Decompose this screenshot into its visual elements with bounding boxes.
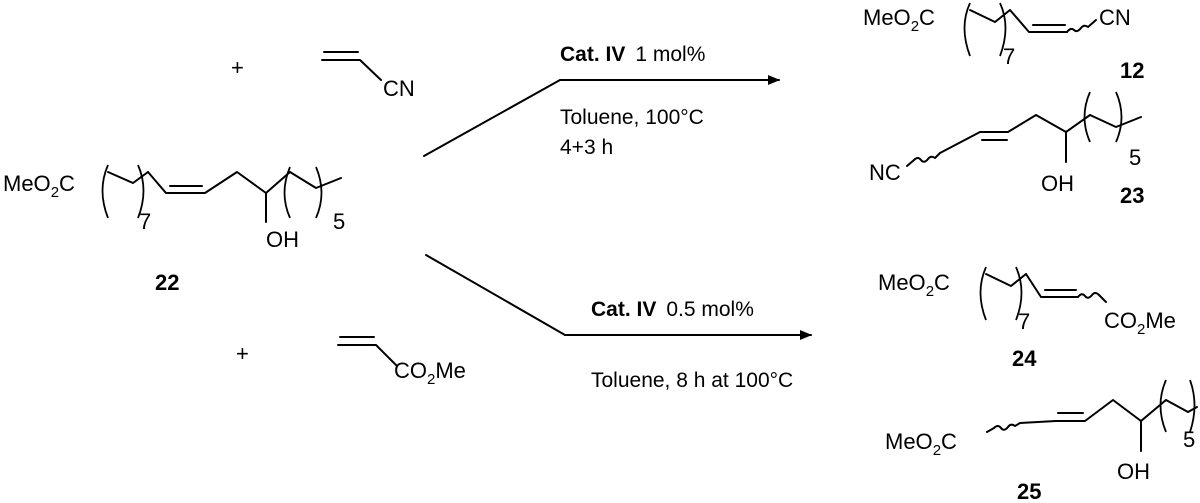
product-12-structure: MeO2C CN 7 12 <box>863 2 1144 83</box>
product-25-structure: MeO2C 5 OH 25 <box>885 379 1198 503</box>
top-reaction-time: 4+3 h <box>560 136 613 159</box>
compound-22-hydroxyl-label: OH <box>266 227 299 252</box>
product-23-structure: NC 5 OH 23 <box>869 91 1144 208</box>
product-23-repeat-5: 5 <box>1129 145 1141 170</box>
methyl-acrylate-ester-label: CO2Me <box>394 358 466 388</box>
product-23-hydroxyl-label: OH <box>1041 171 1074 196</box>
product-23-number: 23 <box>1120 183 1144 208</box>
product-24-ester-group-label: CO2Me <box>1104 308 1176 338</box>
compound-22-structure: MeO2C 7 5 OH 22 <box>3 164 345 295</box>
product-12-cn-label: CN <box>1099 5 1131 30</box>
acrylonitrile-structure: CN <box>321 51 415 101</box>
product-12-repeat-7: 7 <box>1003 44 1015 69</box>
compound-22-repeat-5: 5 <box>333 209 345 234</box>
compound-22-repeat-7: 7 <box>139 209 151 234</box>
product-24-structure: MeO2C 7 CO2Me 24 <box>878 266 1176 371</box>
bottom-reaction-solvent: Toluene, 8 h at 100°C <box>591 369 793 392</box>
plus-sign-top: + <box>231 55 244 80</box>
product-24-repeat-7: 7 <box>1018 309 1030 334</box>
compound-22-number: 22 <box>155 270 179 295</box>
product-25-hydroxyl-label: OH <box>1117 459 1150 484</box>
acrylonitrile-cn-label: CN <box>383 76 415 101</box>
product-24-ester-label: MeO2C <box>878 270 950 300</box>
product-12-ester-label: MeO2C <box>863 5 935 35</box>
product-12-number: 12 <box>1120 58 1144 83</box>
product-25-ester-label: MeO2C <box>885 429 957 459</box>
product-23-nc-label: NC <box>869 160 901 185</box>
plus-sign-bottom: + <box>236 341 249 366</box>
methyl-acrylate-structure: CO2Me <box>337 336 466 388</box>
top-reaction-solvent: Toluene, 100°C <box>560 106 704 129</box>
product-25-repeat-5: 5 <box>1183 427 1195 452</box>
product-25-number: 25 <box>1017 479 1041 503</box>
product-24-number: 24 <box>1012 346 1037 371</box>
compound-22-ester-label: MeO2C <box>3 171 75 201</box>
